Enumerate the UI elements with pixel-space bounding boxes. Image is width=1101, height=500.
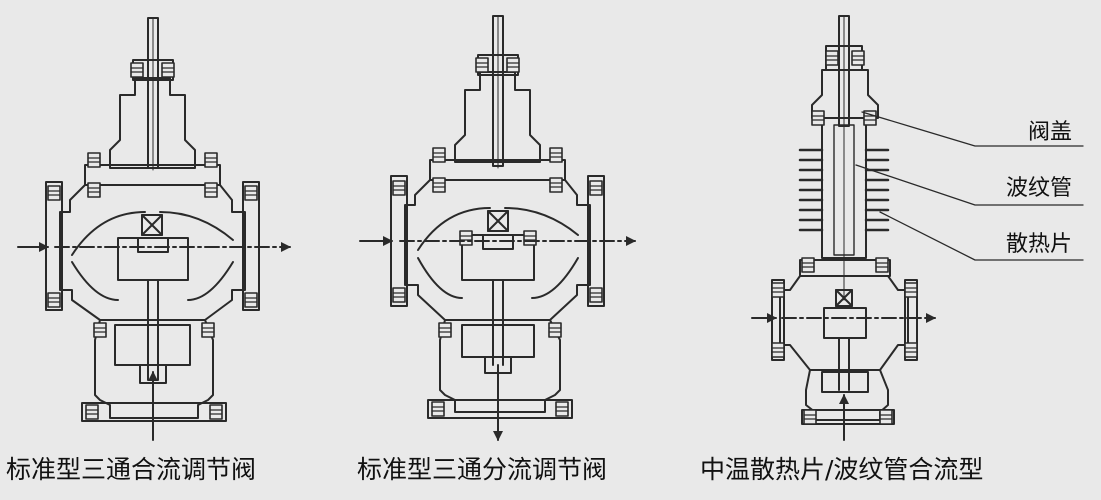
callout-bellows: 波纹管: [1006, 176, 1073, 201]
callout-bonnet: 阀盖: [1028, 120, 1073, 145]
caption-diverting-valve: 标准型三通分流调节阀: [357, 455, 608, 484]
medium-temp-valve-drawing: [751, 15, 1084, 441]
caption-mixing-valve: 标准型三通合流调节阀: [6, 455, 257, 484]
mixing-valve-drawing: [17, 17, 291, 441]
caption-medium-temp-valve: 中温散热片/波纹管合流型: [700, 455, 984, 484]
callout-radiator-fin: 散热片: [1006, 232, 1073, 257]
diverting-valve-drawing: [359, 15, 636, 441]
